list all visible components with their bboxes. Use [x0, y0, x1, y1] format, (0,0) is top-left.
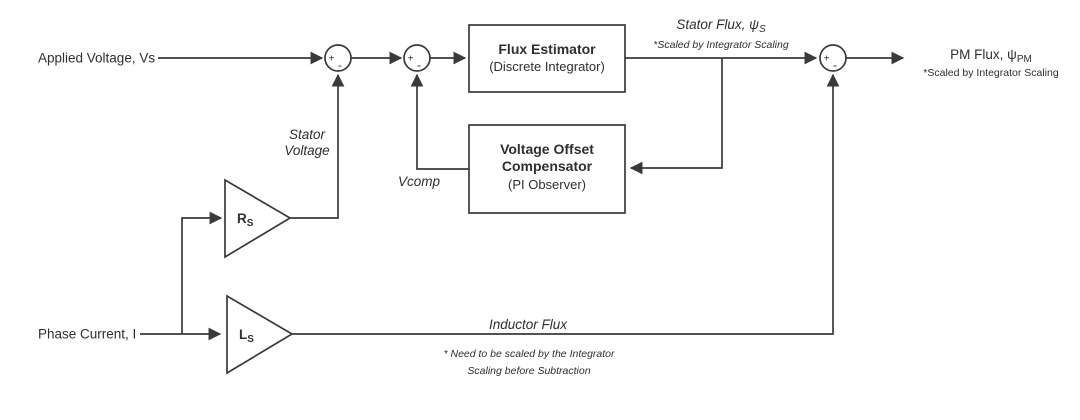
summing-junction-3-plus-sign: + — [824, 54, 830, 65]
wire-vcomp — [410, 73, 469, 170]
stator-flux-note: *Scaled by Integrator Scaling — [653, 39, 789, 51]
summing-junction-3-circle — [819, 44, 847, 72]
stator-flux-text: Stator Flux, ψ — [676, 17, 759, 32]
voltage-offset-compensator-subtitle: (PI Observer) — [508, 177, 586, 192]
gain-rs-subscript: S — [247, 218, 254, 229]
pm-flux-note: *Scaled by Integrator Scaling — [923, 67, 1059, 79]
wire-stator-flux-feedback — [629, 58, 723, 175]
wire-inductor-flux — [292, 73, 840, 335]
voltage-offset-compensator-block: Voltage Offset Compensator (PI Observer) — [468, 124, 626, 214]
summing-junction-3-minus-sign: - — [833, 58, 837, 72]
summing-junction-1-minus-sign: - — [338, 58, 342, 72]
flux-estimator-title: Flux Estimator — [498, 41, 596, 57]
stator-flux-label: Stator Flux, ψS — [676, 17, 766, 35]
wire-stator-voltage — [290, 73, 345, 219]
stator-flux-subscript: S — [759, 24, 766, 35]
gain-rs-triangle — [224, 178, 292, 259]
applied-voltage-label: Applied Voltage, Vs — [38, 51, 155, 66]
gain-rs: RS — [224, 178, 292, 259]
summing-junction-1-plus-sign: + — [329, 54, 335, 65]
gain-ls-triangle — [226, 294, 294, 375]
vcomp-label: Vcomp — [398, 174, 441, 189]
summing-junction-2-plus-sign: + — [408, 54, 414, 65]
gain-rs-label: RS — [237, 211, 254, 229]
gain-ls: LS — [226, 294, 294, 375]
pm-flux-text: PM Flux, ψ — [950, 47, 1017, 62]
gain-ls-symbol: L — [239, 327, 247, 342]
summing-junction-2-circle — [403, 44, 431, 72]
pm-flux-label: PM Flux, ψPM — [950, 47, 1032, 65]
voltage-offset-compensator-title-line1: Voltage Offset — [500, 141, 594, 157]
phase-current-label: Phase Current, I — [38, 327, 136, 342]
summing-junction-2: + - — [403, 44, 431, 72]
stator-voltage-label-line1: Stator — [289, 127, 326, 142]
flux-estimator-block: Flux Estimator (Discrete Integrator) — [468, 24, 626, 93]
inductor-flux-label: Inductor Flux — [489, 317, 568, 332]
summing-junction-1: + - — [324, 44, 352, 72]
pm-flux-subscript: PM — [1017, 54, 1032, 65]
flux-estimator-subtitle: (Discrete Integrator) — [489, 59, 605, 74]
gain-ls-subscript: S — [247, 334, 254, 345]
summing-junction-1-circle — [324, 44, 352, 72]
summing-junction-3: + - — [819, 44, 847, 72]
flux-estimator-rect — [468, 24, 626, 93]
scaling-footnote-line2: Scaling before Subtraction — [467, 365, 590, 377]
scaling-footnote-line1: * Need to be scaled by the Integrator — [443, 348, 615, 360]
voltage-offset-compensator-title-line2: Compensator — [502, 158, 593, 174]
voltage-offset-compensator-rect — [468, 124, 626, 214]
gain-ls-label: LS — [239, 327, 254, 345]
summing-junction-2-minus-sign: - — [417, 58, 421, 72]
stator-voltage-label-line2: Voltage — [284, 143, 329, 158]
wire-phase-current-branch-to-rs — [181, 211, 223, 334]
gain-rs-symbol: R — [237, 211, 247, 226]
